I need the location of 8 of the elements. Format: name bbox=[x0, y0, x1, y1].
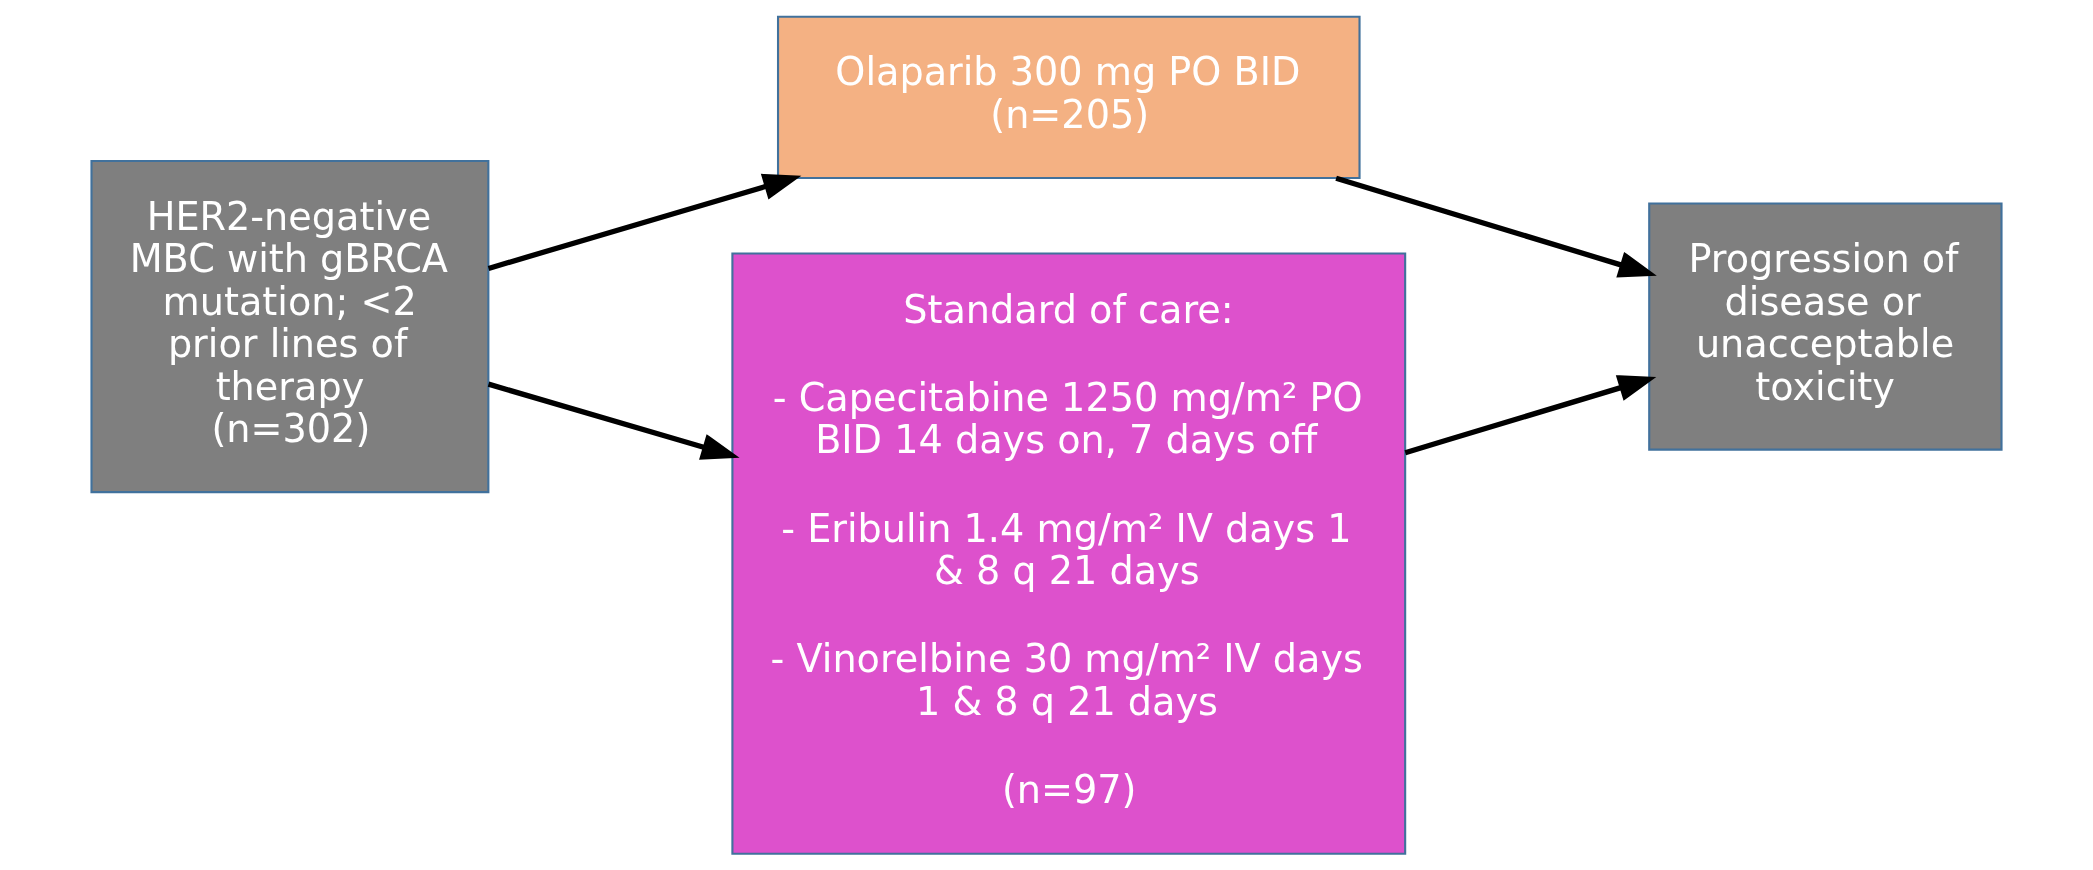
node-box: Standard of care: - Capecitabine 1250 mg/m² PO BID 14 days on, 7 days off - Eribulin 1.4 mg/m² IV days 1 & 8 q 21 days - Vinorelbine 30 mg/m² IV days 1 & 8 q 21 days (n=97) bbox=[731, 252, 1407, 855]
arrow bbox=[1404, 375, 1657, 456]
arrow bbox=[487, 173, 802, 271]
arrow bbox=[487, 381, 740, 460]
node-box: HER2-negative MBC with gBRCA mutation; <2 prior lines of therapy (n=302) bbox=[90, 159, 490, 494]
arrow bbox=[1335, 175, 1657, 278]
node-box: Progression of disease or unacceptable toxicity bbox=[1648, 202, 2003, 451]
node-box: Olaparib 300 mg PO BID (n=205) bbox=[777, 15, 1361, 180]
